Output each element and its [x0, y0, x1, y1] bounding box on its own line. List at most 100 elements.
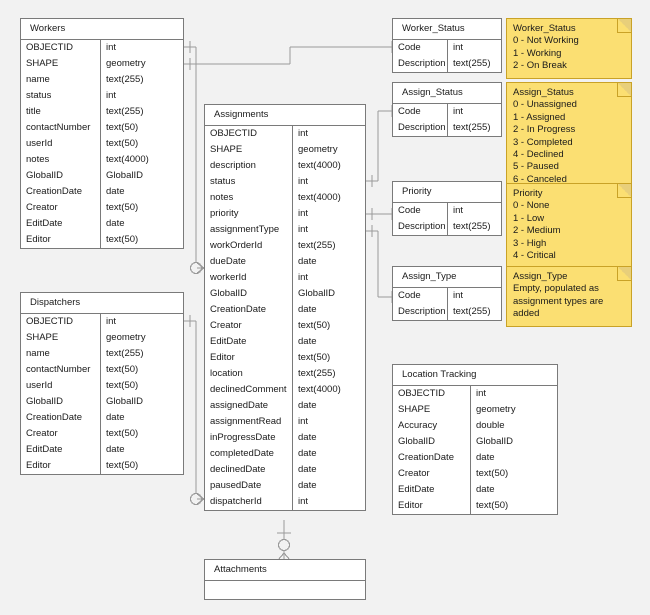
field-type: GlobalID	[476, 436, 513, 447]
field-name: assignmentRead	[205, 414, 293, 430]
field-type: geometry	[298, 144, 338, 155]
note-assign-type[interactable]: Assign_Type Empty, populated as assignme…	[506, 266, 632, 327]
field-name: notes	[21, 152, 101, 168]
note-title: Priority	[513, 188, 543, 199]
field-type: date	[476, 452, 495, 463]
field-type: int	[298, 416, 309, 427]
note-line: 1 - Low	[513, 212, 545, 224]
field-type: date	[106, 186, 125, 197]
note-fold-icon	[617, 184, 631, 198]
note-line: 5 - Paused	[513, 161, 559, 173]
mark-many-dispatcherid	[196, 493, 205, 505]
mark-zero-workerid	[189, 261, 203, 275]
field-row: inProgressDate date	[205, 430, 365, 446]
field-name: priority	[205, 206, 293, 222]
field-name: completedDate	[205, 446, 293, 462]
field-name: status	[205, 174, 293, 190]
field-name: status	[21, 88, 101, 104]
note-assign-status[interactable]: Assign_Status 0 - Unassigned 1 - Assigne…	[506, 82, 632, 193]
field-type: GlobalID	[106, 396, 143, 407]
note-fold-icon	[617, 83, 631, 97]
field-name: Accuracy	[393, 418, 471, 434]
field-name: EditDate	[205, 334, 293, 350]
field-name: OBJECTID	[21, 314, 101, 330]
note-line: 2 - Medium	[513, 225, 561, 237]
field-name: Code	[393, 104, 448, 120]
note-priority[interactable]: Priority 0 - None 1 - Low 2 - Medium 3 -…	[506, 183, 632, 269]
field-name: inProgressDate	[205, 430, 293, 446]
field-type: GlobalID	[106, 170, 143, 181]
field-type: text(255)	[453, 221, 491, 232]
field-name: dispatcherId	[205, 494, 293, 510]
field-type: date	[298, 432, 317, 443]
field-name: workOrderId	[205, 238, 293, 254]
entity-workers-title: Workers	[21, 19, 183, 40]
field-name: SHAPE	[21, 56, 101, 72]
field-type: text(50)	[106, 122, 139, 133]
field-type: date	[298, 448, 317, 459]
note-title: Assign_Status	[513, 87, 574, 98]
entity-assignments-title: Assignments	[205, 105, 365, 126]
field-name: Code	[393, 203, 448, 219]
field-row: CreationDate date	[205, 302, 365, 318]
entity-attachments-title: Attachments	[205, 560, 365, 581]
field-name: Editor	[21, 232, 101, 248]
field-name: Creator	[21, 426, 101, 442]
field-type: int	[298, 496, 309, 507]
field-name: CreationDate	[205, 302, 293, 318]
field-row: assignmentRead int	[205, 414, 365, 430]
note-line: 0 - None	[513, 200, 550, 212]
note-line: 1 - Working	[513, 47, 562, 59]
field-row: Description text(255)	[393, 219, 501, 235]
field-type: int	[298, 224, 309, 235]
entity-dispatchers-title: Dispatchers	[21, 293, 183, 314]
field-name: pausedDate	[205, 478, 293, 494]
field-type: text(255)	[106, 74, 144, 85]
field-type: text(255)	[298, 368, 336, 379]
field-type: date	[298, 464, 317, 475]
note-title: Assign_Type	[513, 271, 568, 282]
field-type: date	[298, 304, 317, 315]
entity-worker-status-title: Worker_Status	[393, 19, 501, 40]
field-name: OBJECTID	[21, 40, 101, 56]
entity-attachments[interactable]: Attachments	[204, 559, 366, 600]
note-line: 2 - On Break	[513, 60, 567, 72]
note-worker-status[interactable]: Worker_Status 0 - Not Working 1 - Workin…	[506, 18, 632, 79]
field-name: Description	[393, 219, 448, 235]
field-type	[210, 581, 215, 599]
field-row: dispatcherId int	[205, 494, 365, 510]
note-line: 3 - High	[513, 237, 547, 249]
field-name: name	[21, 72, 101, 88]
